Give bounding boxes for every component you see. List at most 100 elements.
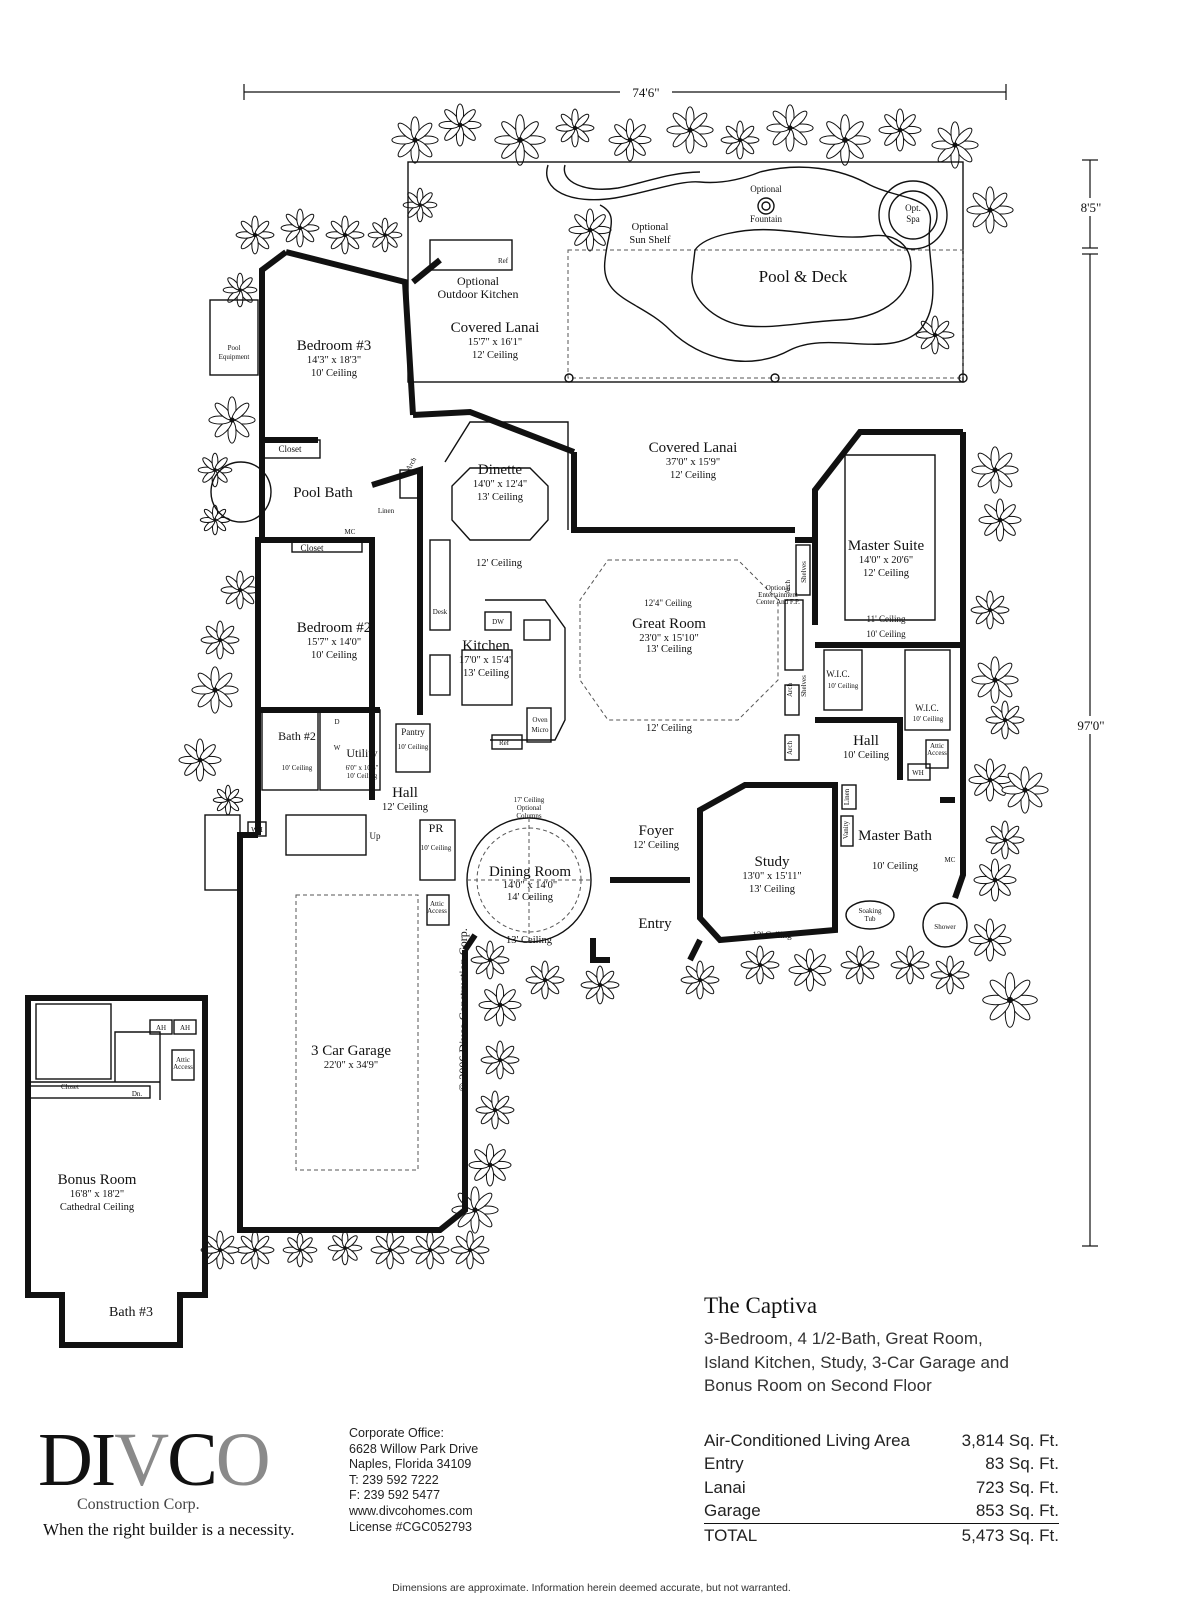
office-link[interactable]: www.divcohomes.com bbox=[349, 1503, 473, 1518]
plant-icon bbox=[191, 666, 239, 714]
mc-label-2: MC bbox=[345, 528, 356, 536]
pantry-ceiling: 10' Ceiling bbox=[398, 743, 429, 751]
plant-icon bbox=[197, 452, 233, 488]
area-label: Lanai bbox=[704, 1477, 746, 1497]
wic-1-name: W.I.C. bbox=[826, 669, 849, 679]
dw-label: DW bbox=[492, 618, 504, 626]
bonus-room-ceiling: Cathedral Ceiling bbox=[60, 1202, 135, 1213]
bedroom2-name: Bedroom #2 bbox=[297, 620, 372, 636]
kitchen-ceiling: 13' Ceiling bbox=[463, 668, 510, 679]
ref-label: Ref bbox=[498, 257, 509, 265]
plant-icon bbox=[720, 120, 760, 160]
office-line: Corporate Office: bbox=[349, 1426, 444, 1440]
utility-name: Utility bbox=[346, 746, 377, 760]
plant-icon bbox=[973, 858, 1017, 902]
plant-icon bbox=[327, 1230, 363, 1266]
covered-lanai-1-ceiling: 12' Ceiling bbox=[472, 350, 519, 361]
dryer-label: D bbox=[334, 718, 339, 726]
great-room-tray-ceiling: 12'4" Ceiling bbox=[644, 598, 692, 608]
bedroom3-size: 14'3" x 18'3" bbox=[307, 355, 361, 366]
plant-icon bbox=[930, 955, 970, 995]
bonus-closet-label: Closet bbox=[61, 1083, 79, 1091]
study-lower-ceiling: 12' Ceiling bbox=[752, 930, 792, 940]
plant-icon bbox=[222, 272, 258, 308]
bonus-room-size: 16'8" x 18'2" bbox=[70, 1189, 124, 1200]
description-line: 3-Bedroom, 4 1/2-Bath, Great Room, bbox=[704, 1329, 983, 1348]
bonus-room-name: Bonus Room bbox=[58, 1172, 137, 1188]
plant-icon bbox=[766, 104, 814, 152]
office-line: F: 239 592 5477 bbox=[349, 1488, 441, 1503]
logo-part: O bbox=[215, 1418, 271, 1502]
area-label: Garage bbox=[704, 1501, 761, 1521]
divco-logo: DIVCO bbox=[38, 1422, 338, 1498]
hall-2-name: Hall bbox=[392, 785, 418, 801]
covered-lanai-2-size: 37'0" x 15'9" bbox=[666, 457, 720, 468]
entry-label: Entry bbox=[638, 916, 672, 932]
plant-icon bbox=[450, 1230, 490, 1270]
water-heater-label-2: WH bbox=[912, 769, 924, 777]
logo-part: V bbox=[114, 1418, 169, 1502]
arch-label-1: Arch bbox=[784, 580, 792, 594]
svg-text:8'5": 8'5" bbox=[1081, 200, 1102, 215]
plant-icon bbox=[410, 1230, 450, 1270]
logo-part: C bbox=[167, 1418, 218, 1502]
plant-icon bbox=[931, 121, 979, 169]
dining-room-lower-ceiling: 13' Ceiling bbox=[506, 935, 553, 946]
plant-icon bbox=[915, 315, 955, 355]
study-name: Study bbox=[754, 854, 790, 870]
plant-icon bbox=[199, 504, 231, 536]
area-label: Entry bbox=[704, 1454, 744, 1474]
area-value: 3,814 Sq. Ft. bbox=[961, 1430, 1059, 1450]
svg-text:97'0": 97'0" bbox=[1077, 718, 1104, 733]
desk-label: Desk bbox=[433, 608, 448, 616]
plant-icon bbox=[402, 187, 438, 223]
utility-size: 6'0" x 10'6" bbox=[346, 764, 379, 772]
plant-icon bbox=[970, 590, 1010, 630]
great-room-ceiling: 13' Ceiling bbox=[646, 644, 693, 655]
dinette-area-ceiling: 12' Ceiling bbox=[476, 558, 523, 569]
plant-icon bbox=[370, 1230, 410, 1270]
closet-label-2: Closet bbox=[300, 543, 324, 553]
dining-room-name: Dining Room bbox=[489, 864, 571, 880]
hall-1-name: Hall bbox=[853, 733, 879, 749]
disclaimer: Dimensions are approximate. Information … bbox=[392, 1582, 791, 1594]
powder-room-name: PR bbox=[429, 821, 444, 835]
stairs-down-label: Dn. bbox=[132, 1090, 143, 1098]
plant-icon bbox=[494, 114, 546, 166]
covered-lanai-1-name: Covered Lanai bbox=[451, 320, 540, 336]
kitchen-ref-label: Ref bbox=[499, 739, 510, 747]
pool-deck bbox=[407, 161, 968, 383]
area-row: Garage 853 Sq. Ft. bbox=[704, 1500, 1059, 1524]
dimension-width: 74'6" bbox=[243, 84, 1007, 100]
office-line: Naples, Florida 34109 bbox=[349, 1457, 472, 1472]
master-suite-tray-ceiling: 11' Ceiling bbox=[866, 614, 906, 624]
logo-part: DI bbox=[38, 1418, 116, 1502]
oven-label: Oven bbox=[532, 716, 548, 724]
plant-icon bbox=[555, 108, 595, 148]
dining-room-ceiling: 14' Ceiling bbox=[507, 892, 554, 903]
plant-icon bbox=[788, 948, 832, 992]
wic-2-ceiling: 10' Ceiling bbox=[913, 715, 944, 723]
plant-icon bbox=[475, 1090, 515, 1130]
arch-label-2: Arch bbox=[786, 683, 794, 697]
bedroom2-size: 15'7" x 14'0" bbox=[307, 637, 361, 648]
spa-label: Opt.Spa bbox=[905, 203, 921, 224]
area-value: 853 Sq. Ft. bbox=[975, 1501, 1059, 1521]
plant-icon bbox=[282, 1232, 318, 1268]
interior-lines bbox=[204, 239, 968, 1171]
washer-label: W bbox=[334, 744, 341, 752]
plant-icon bbox=[200, 620, 240, 660]
plant-icon bbox=[680, 960, 720, 1000]
shower-label: Shower bbox=[934, 923, 956, 931]
pool-bath-label: Pool Bath bbox=[293, 485, 353, 501]
